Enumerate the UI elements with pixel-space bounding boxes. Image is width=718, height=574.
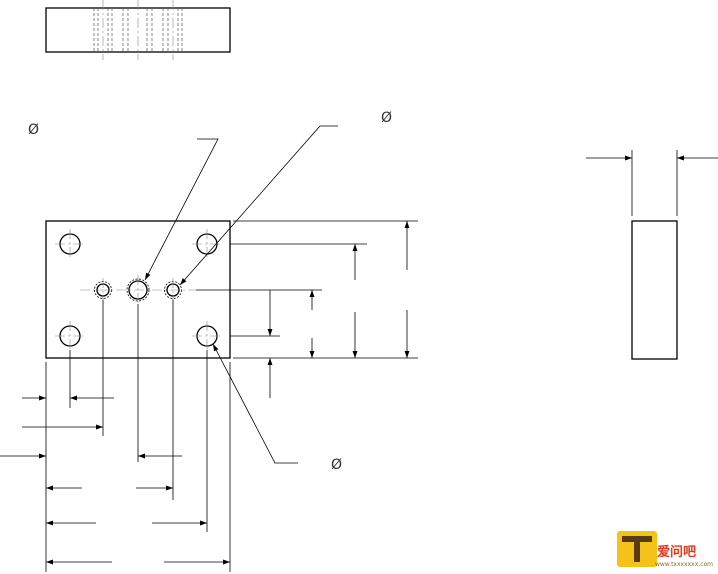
top-view-hidden-holes [93,0,183,60]
watermark-brand-text: 爱问吧 [657,544,696,560]
small-hole-right [164,278,182,302]
leader-lines [144,125,338,464]
vertical-dimensions [196,220,418,398]
top-view [45,0,231,60]
diameter-symbol-top-right: Ø [381,110,392,126]
watermark-logo: 爱问吧 www.txxxxxxx.com [617,531,713,568]
leader-small-holes [179,125,338,286]
large-center-hole [126,275,150,305]
diameter-symbol-left: Ø [28,122,39,138]
leader-large-hole [144,138,219,281]
corner-hole-top-left [55,229,85,259]
horizontal-dimensions [0,300,231,572]
diameter-symbol-bottom: Ø [331,457,342,473]
side-view [586,150,718,360]
side-view-outline [631,220,678,360]
corner-hole-bottom-right [192,321,222,351]
watermark-url-text: www.txxxxxxx.com [655,561,713,568]
small-hole-left [94,278,112,302]
corner-hole-bottom-left [55,321,85,351]
leader-corner-holes [212,343,298,464]
